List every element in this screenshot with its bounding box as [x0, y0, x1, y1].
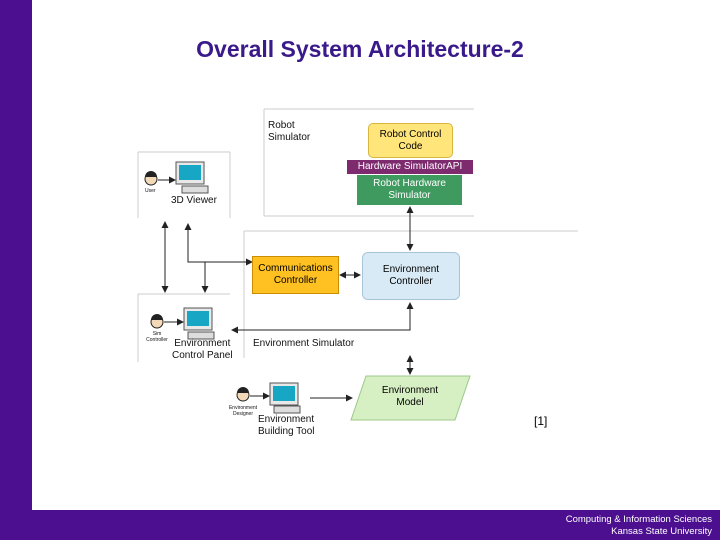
viewer-computer-icon: [175, 161, 209, 194]
sidebar-corner: [32, 488, 54, 510]
tool-label: Environment Building Tool: [258, 414, 315, 437]
panel-label: Environment Control Panel: [172, 338, 233, 361]
viewer-user-icon: [144, 171, 158, 186]
environment-simulator-label: Environment Simulator: [253, 338, 355, 349]
citation-marker: [1]: [534, 414, 548, 428]
robot-simulator-label: Robot Simulator: [268, 120, 311, 143]
hardware-simulator-api-bar: Hardware SimulatorAPI: [347, 160, 473, 174]
footer-university: Kansas State University: [611, 526, 712, 537]
arrow-viewer-to-comm: [184, 223, 253, 266]
footer-band: Computing & Information Sciences Kansas …: [0, 510, 720, 540]
tool-user-icon: [236, 387, 250, 402]
tool-computer-icon: [269, 382, 301, 414]
sidebar-band: [0, 0, 32, 540]
panel-user-icon: [150, 314, 164, 329]
footer-department: Computing & Information Sciences: [565, 514, 712, 525]
arrow-env-ctrl-to-panel: [231, 302, 414, 334]
tool-user-caption: Environment Designer: [228, 405, 258, 417]
viewer-user-caption: User: [145, 188, 156, 194]
viewer-label: 3D Viewer: [171, 195, 217, 206]
panel-user-caption: Sim Controller: [146, 331, 168, 343]
slide-title: Overall System Architecture-2: [196, 36, 524, 62]
environment-model-shape: [350, 375, 471, 421]
panel-computer-icon: [183, 307, 215, 340]
